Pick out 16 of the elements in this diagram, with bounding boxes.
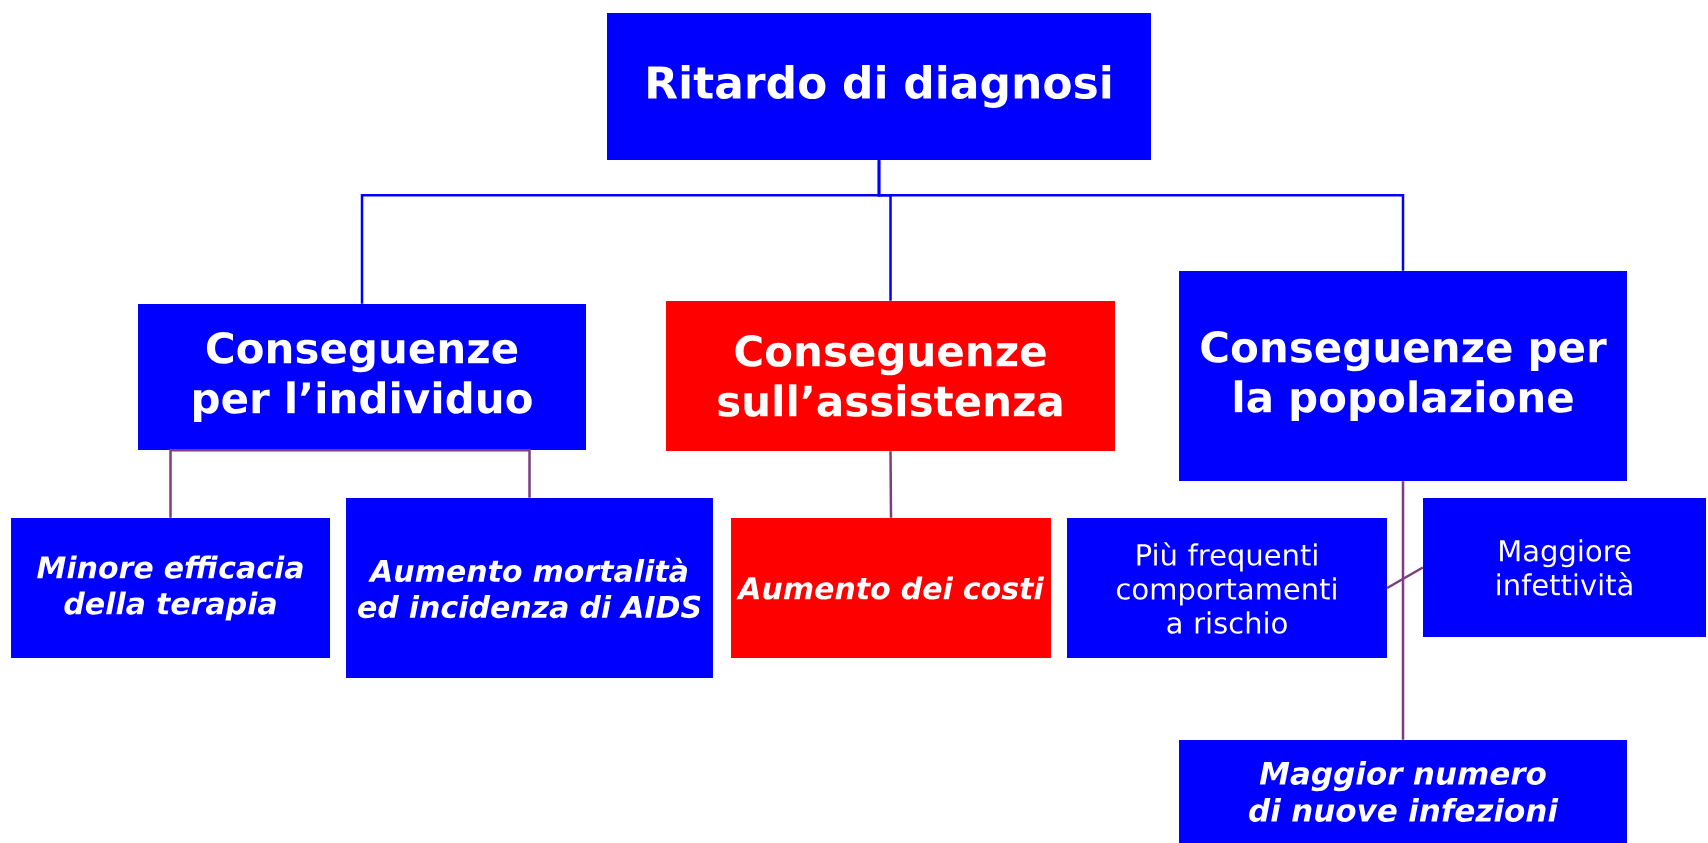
text-box: Conseguenze sull’assistenza xyxy=(666,301,1115,451)
connector-line xyxy=(362,448,531,498)
text-box: Conseguenze per la popolazione xyxy=(1179,271,1627,481)
text-box: Ritardo di diagnosi xyxy=(607,13,1151,160)
text-box: Minore efficacia della terapia xyxy=(11,518,330,658)
text-box: Maggiore infettività xyxy=(1423,498,1706,637)
text-box: Più frequenti comportamenti a rischio xyxy=(1067,518,1387,658)
connector-line xyxy=(169,448,362,518)
connector-line xyxy=(877,160,1405,271)
text-box: Aumento dei costi xyxy=(731,518,1051,658)
text-box: Conseguenze per l’individuo xyxy=(138,304,586,450)
text-box: Aumento mortalità ed incidenza di AIDS xyxy=(346,498,713,678)
text-box: Maggior numero di nuove infezioni xyxy=(1179,740,1627,843)
connector-line xyxy=(889,451,893,518)
connector-line xyxy=(1401,481,1405,740)
connector-line xyxy=(1386,566,1424,590)
